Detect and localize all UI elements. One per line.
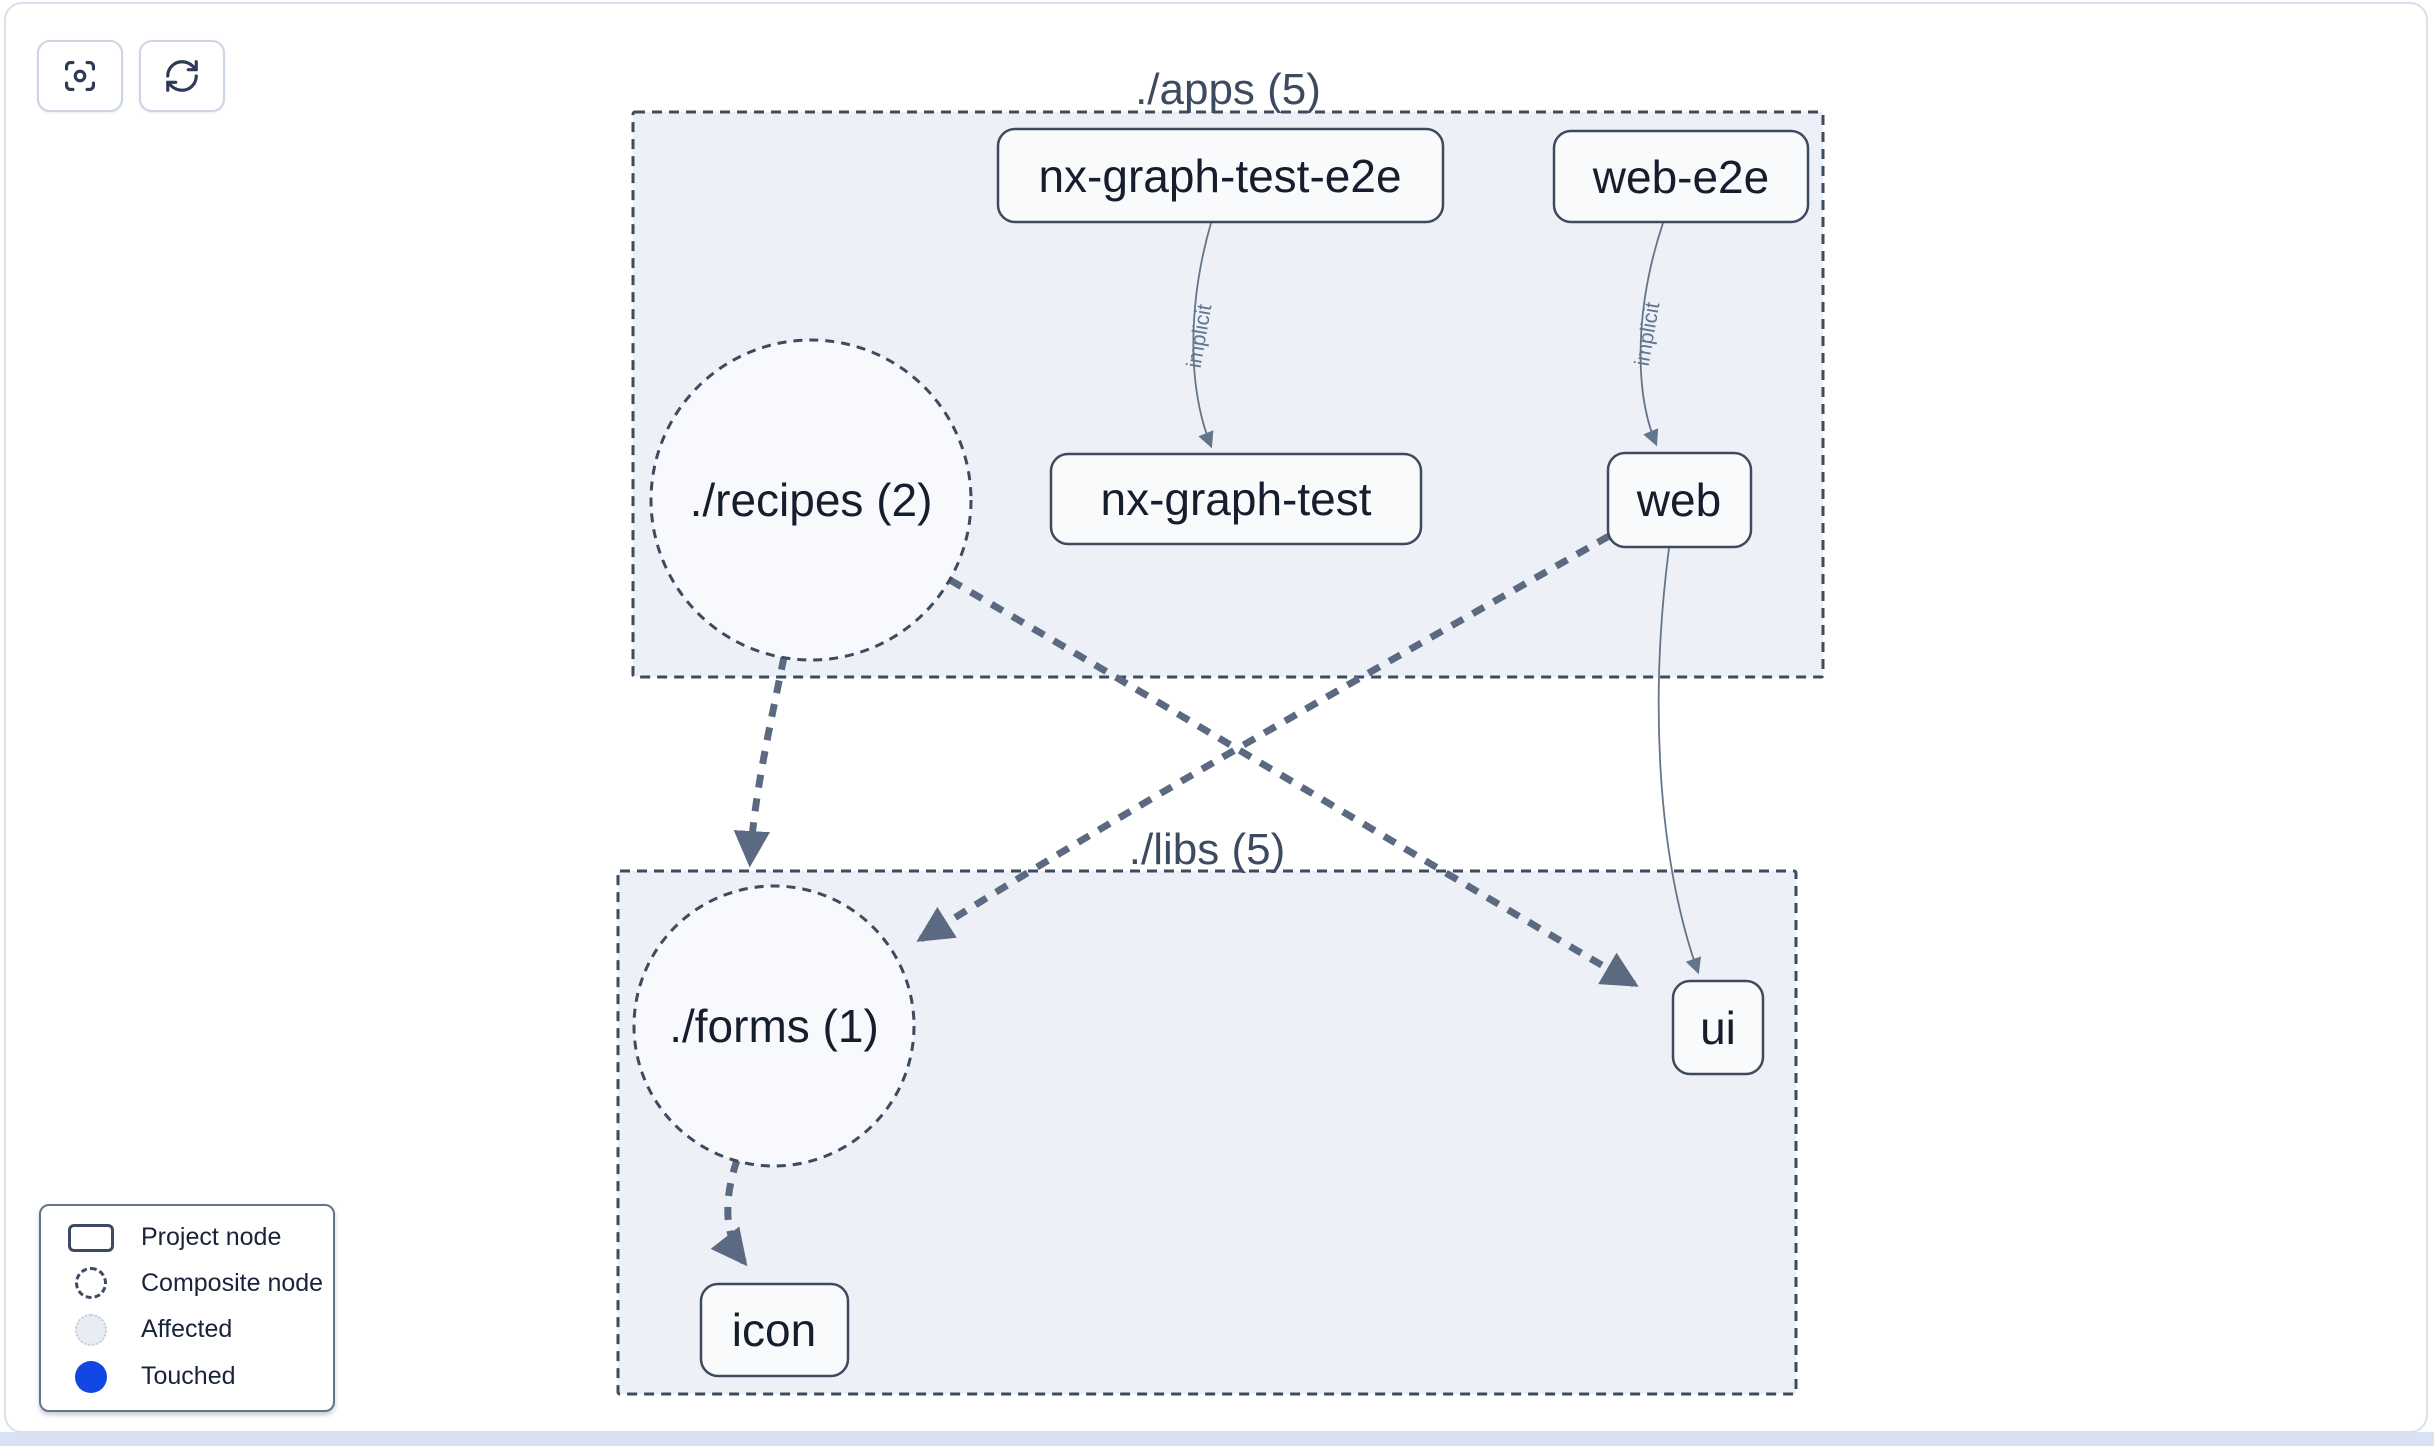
project-node-swatch <box>68 1223 114 1252</box>
node-web-e2e-label: web-e2e <box>1592 151 1769 203</box>
node-web[interactable]: web <box>1606 451 1753 549</box>
dependency-graph: ./apps (5) ./libs (5) implicit implicit … <box>616 65 1825 1396</box>
node-nx-graph-test-label: nx-graph-test <box>1100 473 1371 525</box>
edge-web-to-ui[interactable] <box>1657 547 1702 975</box>
legend-label-touched: Touched <box>141 1362 236 1391</box>
container-apps-title: ./apps (5) <box>1135 65 1321 114</box>
refresh-icon <box>166 60 198 92</box>
legend-label-project: Project node <box>141 1223 282 1252</box>
edge-nx-graph-test-e2e-to-nx-graph-test[interactable] <box>1192 222 1214 449</box>
node-forms[interactable]: ./forms (1) <box>632 884 916 1168</box>
node-forms-label: ./forms (1) <box>669 1000 879 1052</box>
touched-swatch <box>75 1360 107 1393</box>
edge-recipes-to-forms[interactable] <box>733 656 788 868</box>
node-ui-label: ui <box>1700 1002 1736 1054</box>
legend-row-composite: Composite node <box>41 1267 333 1300</box>
page-background-strip <box>0 1432 2434 1446</box>
legend-label-composite: Composite node <box>141 1268 324 1297</box>
node-forms-circle[interactable] <box>632 884 916 1168</box>
node-web-e2e[interactable]: web-e2e <box>1552 129 1810 224</box>
node-recipes-label: ./recipes (2) <box>690 474 933 526</box>
node-nx-graph-test-e2e[interactable]: nx-graph-test-e2e <box>996 127 1445 224</box>
focus-button[interactable] <box>37 40 123 112</box>
composite-node-swatch <box>75 1267 107 1300</box>
edge-web-e2e-to-web[interactable] <box>1639 222 1664 447</box>
edge-web-to-forms[interactable] <box>916 532 1611 942</box>
node-ui[interactable]: ui <box>1671 979 1765 1076</box>
node-recipes[interactable]: ./recipes (2) <box>649 338 973 662</box>
legend-row-affected: Affected <box>41 1313 333 1346</box>
legend-row-touched: Touched <box>41 1360 333 1393</box>
node-recipes-circle[interactable] <box>649 338 973 662</box>
container-libs-title: ./libs (5) <box>1129 825 1285 874</box>
refresh-button[interactable] <box>139 40 225 112</box>
legend-label-affected: Affected <box>141 1315 233 1344</box>
focus-scan-icon <box>64 60 96 92</box>
affected-swatch <box>75 1313 107 1346</box>
toolbar <box>37 40 225 112</box>
node-icon[interactable]: icon <box>699 1282 850 1378</box>
legend-row-project: Project node <box>41 1223 333 1252</box>
node-web-label: web <box>1636 474 1721 526</box>
legend: Project node Composite node Affected Tou… <box>39 1204 335 1412</box>
graph-canvas[interactable]: ./apps (5) ./libs (5) implicit implicit … <box>4 2 2428 1433</box>
node-nx-graph-test[interactable]: nx-graph-test <box>1049 452 1423 546</box>
edge-forms-to-icon[interactable] <box>710 1158 748 1267</box>
edge-recipes-to-ui[interactable] <box>948 576 1639 988</box>
node-icon-label: icon <box>732 1304 816 1356</box>
node-nx-graph-test-e2e-label: nx-graph-test-e2e <box>1038 150 1401 202</box>
